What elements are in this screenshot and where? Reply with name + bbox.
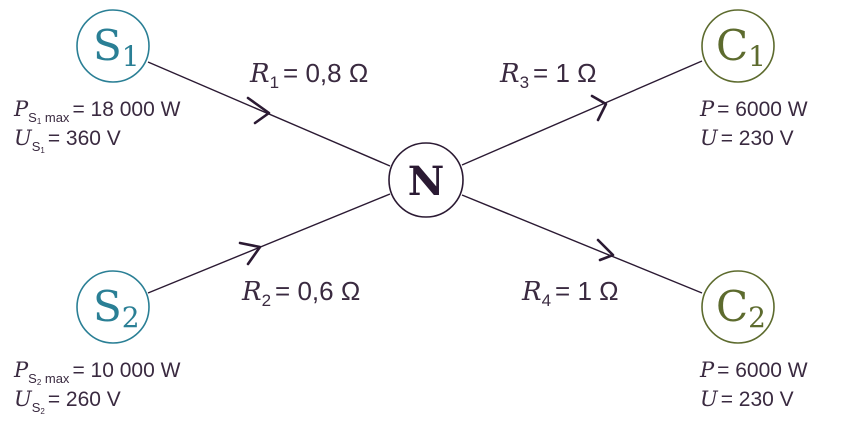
arrow-r1-icon	[246, 96, 271, 125]
hub-n-label: N	[408, 158, 445, 205]
consumer-c1-voltage: U= 230 V	[700, 126, 794, 150]
source-s1-label: S1	[93, 21, 140, 73]
line-s2-n	[147, 193, 391, 294]
line-n-c2	[461, 194, 703, 294]
arrow-r3-icon	[590, 94, 608, 122]
source-s2-label: S2	[93, 282, 140, 334]
resistor-r2-label: R2= 0,6 Ω	[241, 276, 360, 310]
source-s1-circle	[76, 9, 150, 83]
source-s2-circle	[76, 270, 150, 344]
arrow-r2-icon	[238, 241, 262, 266]
hub-n-circle	[388, 142, 464, 218]
resistor-r3-label: R3= 1 Ω	[499, 58, 597, 92]
consumer-c2-circle	[701, 270, 775, 344]
consumer-c2: C2	[701, 270, 775, 344]
arrows	[238, 94, 615, 266]
hub-n: N	[388, 142, 464, 218]
source-s1-voltage: US1= 360 V	[14, 126, 121, 155]
arrow-r4-icon	[596, 238, 615, 262]
consumer-c1-label: C1	[716, 21, 766, 73]
consumer-c1-power: P= 6000 W	[699, 97, 808, 121]
source-s1: S1	[76, 9, 150, 83]
source-s2: S2	[76, 270, 150, 344]
consumer-c1-specs: P= 6000 W U= 230 V	[699, 97, 808, 150]
consumer-c2-power: P= 6000 W	[699, 358, 808, 382]
resistor-r1-label: R1= 0,8 Ω	[249, 58, 368, 92]
resistor-r4-label: R4= 1 Ω	[521, 276, 619, 310]
consumer-c2-voltage: U= 230 V	[700, 387, 794, 411]
consumer-c2-label: C2	[716, 282, 766, 334]
consumer-c1-circle	[701, 9, 775, 83]
source-s1-specs: PS1 max= 18 000 W US1= 360 V	[13, 97, 181, 155]
source-s2-voltage: US2= 260 V	[14, 387, 121, 416]
source-s2-specs: PS2 max= 10 000 W US2= 260 V	[13, 358, 181, 416]
source-s1-power: PS1 max= 18 000 W	[13, 97, 181, 126]
line-n-c1	[461, 60, 703, 166]
consumer-c1: C1	[701, 9, 775, 83]
source-s2-power: PS2 max= 10 000 W	[13, 358, 181, 387]
consumer-c2-specs: P= 6000 W U= 230 V	[699, 358, 808, 411]
